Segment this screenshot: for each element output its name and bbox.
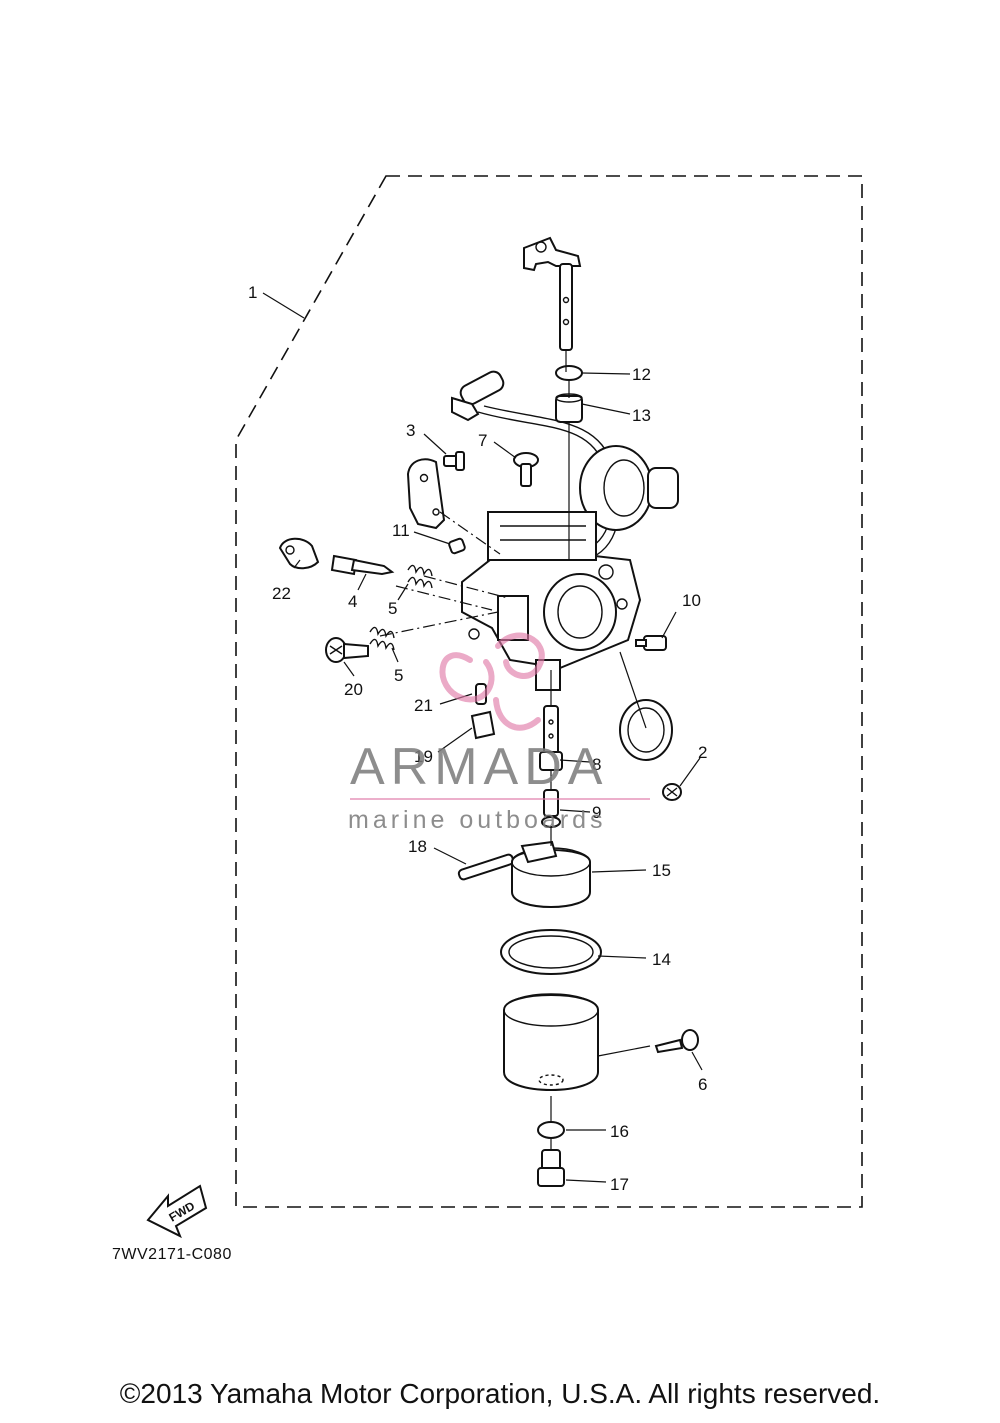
callout-14: 14 (652, 950, 671, 969)
screw-part-6 (654, 1029, 699, 1054)
float-part-15 (511, 840, 591, 908)
spring-part-5b (369, 626, 395, 651)
callout-19: 19 (414, 747, 433, 766)
callout-11: 11 (392, 521, 410, 540)
callout-4: 4 (348, 592, 357, 611)
bushing-part-13 (555, 393, 583, 423)
screw-part-3 (443, 451, 465, 471)
gasket-part-14 (500, 929, 602, 975)
screw-part-20 (325, 637, 369, 663)
callout-16: 16 (610, 1122, 629, 1141)
watermark-brand: ARMADA (350, 738, 608, 796)
callout-15: 15 (652, 861, 671, 880)
spring-part-5a (407, 564, 433, 589)
cover-part-2 (619, 699, 673, 761)
callout-18: 18 (408, 837, 427, 856)
watermark-divider (350, 798, 650, 800)
callout-labels: 1 3 7 11 12 13 22 4 5 10 5 20 21 19 2 8 … (248, 283, 707, 1194)
callout-1: 1 (248, 283, 257, 302)
float-pin-part-18 (457, 853, 515, 881)
washer-part-12 (555, 365, 583, 381)
callout-3: 3 (406, 421, 415, 440)
diaphragm-housing-part (579, 445, 679, 531)
alignment-lines (550, 350, 570, 1150)
armada-logo-icon (439, 632, 545, 731)
pilot-screw-part-4 (330, 554, 395, 576)
callout-20: 20 (344, 680, 363, 699)
choke-plate-part (406, 458, 446, 530)
callout-13: 13 (632, 406, 651, 425)
cap-part-22 (278, 537, 320, 570)
washer-part-16 (537, 1121, 565, 1139)
callout-7: 7 (478, 431, 487, 450)
choke-shaft-part (523, 236, 582, 351)
callout-9: 9 (592, 803, 601, 822)
assembly-boundary (235, 175, 863, 1208)
callout-10: 10 (682, 591, 701, 610)
dashdot-lines (379, 511, 509, 637)
callout-2: 2 (698, 743, 707, 762)
callout-5b: 5 (394, 666, 403, 685)
screw-part-10 (635, 635, 667, 651)
fwd-arrow-icon: FWD (146, 1184, 208, 1239)
screw-part-7 (513, 452, 539, 487)
leader-lines (262, 292, 703, 1183)
callout-6: 6 (698, 1075, 707, 1094)
armada-watermark: ARMADA marine outboards (348, 632, 650, 834)
jet-part-11 (448, 537, 466, 555)
drawing-code: 7WV2171-C080 (112, 1246, 232, 1263)
screw-part-2 (662, 783, 682, 801)
float-bowl-part (503, 993, 599, 1091)
callout-21: 21 (414, 696, 433, 715)
callout-22: 22 (272, 584, 291, 603)
callout-12: 12 (632, 365, 651, 384)
watermark-tagline: marine outboards (348, 806, 607, 834)
drain-screw-part-17 (537, 1149, 565, 1187)
callout-8: 8 (592, 755, 601, 774)
callout-5a: 5 (388, 599, 397, 618)
copyright-notice: ©2013 Yamaha Motor Corporation, U.S.A. A… (119, 1378, 881, 1409)
callout-17: 17 (610, 1175, 629, 1194)
clip-part-19 (470, 710, 496, 740)
